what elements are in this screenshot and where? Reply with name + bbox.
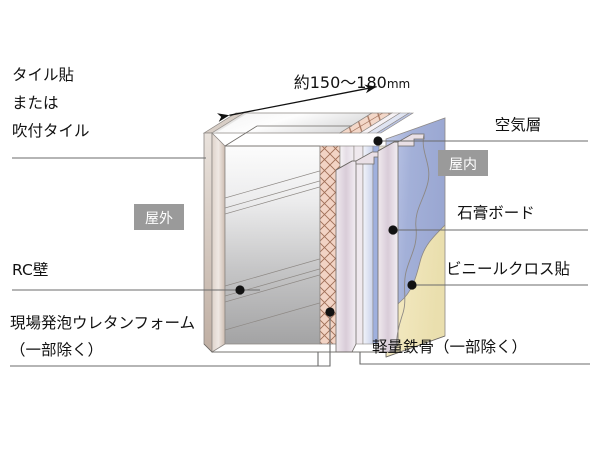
wall-block: [202, 112, 446, 358]
label-air-layer: 空気層: [373, 116, 588, 146]
badge-indoor: 屋内: [438, 150, 488, 176]
label-rc-wall: RC壁: [12, 261, 260, 295]
label-gypsum-text: 石膏ボード: [457, 204, 535, 222]
label-steel-text: 軽量鉄骨（一部除く）: [372, 338, 527, 356]
label-rc-wall-text: RC壁: [12, 261, 48, 279]
label-tile: タイル貼 または 吹付タイル: [12, 66, 206, 159]
label-steel-frame: 軽量鉄骨（一部除く）: [317, 338, 590, 366]
badge-outdoor: 屋外: [134, 204, 184, 230]
label-urethane-foam: 現場発泡ウレタンフォーム （一部除く）: [10, 307, 335, 367]
steel-studs: [335, 133, 425, 353]
leader-dot-vinyl: [407, 280, 417, 290]
leader-dot-rc-wall: [235, 285, 245, 295]
dimension-indicator: 約150～180mm: [217, 73, 410, 122]
concrete-hatching: [225, 167, 320, 333]
label-urethane-line2: （一部除く）: [10, 341, 103, 359]
svg-text:約150～180mm: 約150～180mm: [294, 73, 410, 92]
leader-dot-air-layer: [373, 136, 383, 146]
badge-indoor-text: 屋内: [449, 157, 477, 173]
label-air-layer-text: 空気層: [495, 116, 542, 134]
leader-dot-gypsum: [388, 225, 398, 235]
label-tile-line3: 吹付タイル: [12, 122, 90, 140]
label-vinyl-text: ビニールクロス貼: [446, 260, 570, 278]
dimension-unit: mm: [387, 77, 410, 91]
dimension-value: 約150～180: [294, 73, 387, 92]
label-tile-line1: タイル貼: [12, 66, 74, 84]
badge-outdoor-text: 屋外: [145, 211, 173, 227]
label-tile-line2: または: [12, 94, 59, 112]
label-vinyl-cloth: ビニールクロス貼: [407, 260, 588, 290]
label-urethane-line1: 現場発泡ウレタンフォーム: [10, 314, 195, 332]
label-gypsum-board: 石膏ボード: [388, 204, 588, 235]
leader-dot-urethane: [325, 307, 335, 317]
